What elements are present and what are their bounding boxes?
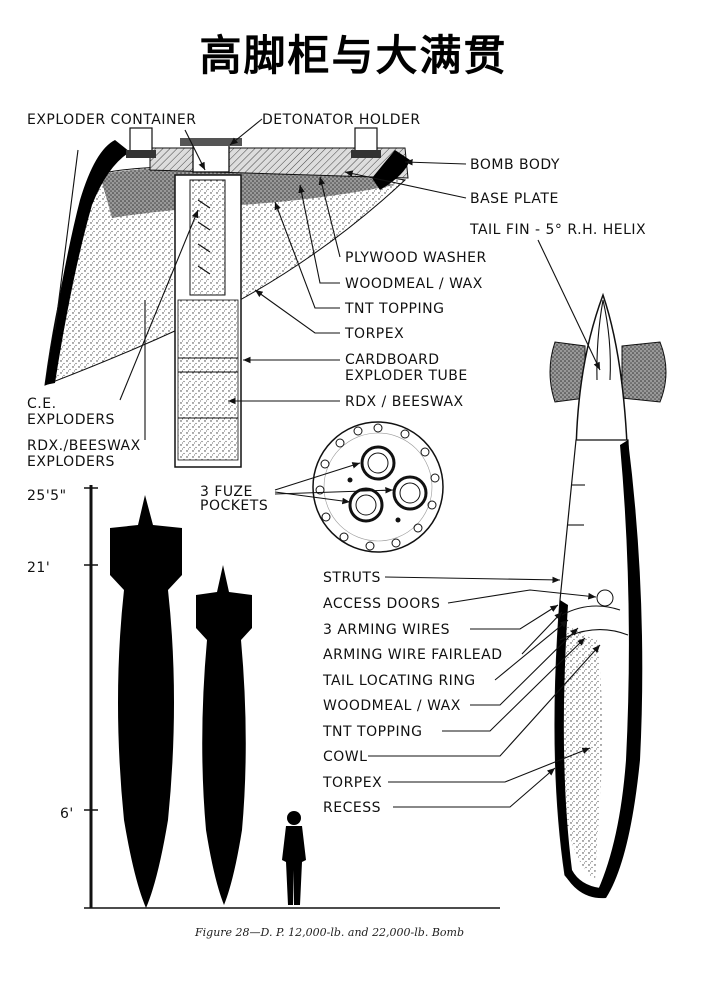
label-plywood-washer: PLYWOOD WASHER: [345, 250, 487, 266]
tail-labels: STRUTS ACCESS DOORS 3 ARMING WIRES ARMIN…: [322, 570, 601, 816]
page-title: 高脚柜与大满贯: [199, 31, 508, 80]
label-cardboard: CARDBOARD: [345, 352, 440, 368]
fuze-pocket-2: [348, 487, 384, 523]
label-tnt-topping: TNT TOPPING: [344, 301, 444, 317]
scale-tick-21ft: 21': [27, 560, 50, 576]
label-woodmeal-wax: WOODMEAL / WAX: [345, 276, 483, 292]
label-torpex: TORPEX: [344, 326, 404, 342]
tallboy-silhouette: [196, 565, 252, 905]
figure-caption: Figure 28—D. P. 12,000-lb. and 22,000-lb…: [194, 926, 464, 939]
grand-slam-silhouette: [110, 495, 182, 908]
label-tail-fin: TAIL FIN - 5° R.H. HELIX: [469, 222, 646, 238]
label-recess: RECESS: [323, 800, 381, 816]
fuze-base-labels: EXPLODER CONTAINER DETONATOR HOLDER BOMB…: [27, 112, 560, 470]
label-exploder-container: EXPLODER CONTAINER: [27, 112, 197, 128]
scale-tick-25ft5: 25'5": [27, 488, 67, 504]
label-fuze-pockets-2: POCKETS: [200, 498, 268, 514]
label-access-doors: ACCESS DOORS: [323, 596, 440, 612]
scale-tick-6ft: 6': [60, 806, 74, 822]
disc-bolt-holes: [315, 423, 440, 551]
bolt-right: [354, 127, 378, 153]
label-fuze-pockets-1: 3 FUZE: [200, 484, 253, 500]
label-arming-wires: 3 ARMING WIRES: [323, 622, 450, 638]
label-struts: STRUTS: [323, 570, 381, 586]
label-arming-wire-fairlead: ARMING WIRE FAIRLEAD: [323, 647, 502, 663]
fuze-pocket-3: [392, 475, 428, 511]
label-detonator-holder: DETONATOR HOLDER: [262, 112, 421, 128]
tail-section: [549, 292, 667, 899]
label-woodmeal-wax-tail: WOODMEAL / WAX: [323, 698, 461, 714]
fuze-pocket-disc: [312, 421, 444, 553]
ce-exploders: [189, 179, 226, 296]
human-figure-silhouette: [282, 811, 306, 905]
bomb-body-casing: [45, 140, 130, 385]
label-base-plate: BASE PLATE: [470, 191, 559, 207]
label-tail-locating-ring: TAIL LOCATING RING: [322, 673, 476, 689]
torpex-fill-tail: [559, 620, 603, 880]
fuze-base-section: [44, 127, 410, 468]
tail-fin-right: [621, 341, 667, 403]
fuze-pocket-1: [360, 445, 396, 481]
tail-casing: [598, 440, 643, 898]
label-tnt-topping-tail: TNT TOPPING: [322, 724, 422, 740]
label-rdx-beeswax: RDX / BEESWAX: [345, 394, 464, 410]
label-torpex-tail: TORPEX: [322, 775, 382, 791]
label-ce: C.E.: [27, 396, 57, 412]
size-scale: 25'5" 21' 6': [27, 485, 500, 909]
label-exploder-tube: EXPLODER TUBE: [345, 368, 468, 384]
label-rdx-exploders-2: EXPLODERS: [27, 454, 115, 470]
label-bomb-body: BOMB BODY: [470, 157, 560, 173]
label-cowl: COWL: [323, 749, 367, 765]
access-door: [596, 589, 614, 607]
rdx-beeswax-exploders: [177, 299, 239, 461]
bolt-left: [129, 127, 153, 153]
label-ce-exploders: EXPLODERS: [27, 412, 115, 428]
label-rdx-exploders: RDX./BEESWAX: [27, 438, 141, 454]
